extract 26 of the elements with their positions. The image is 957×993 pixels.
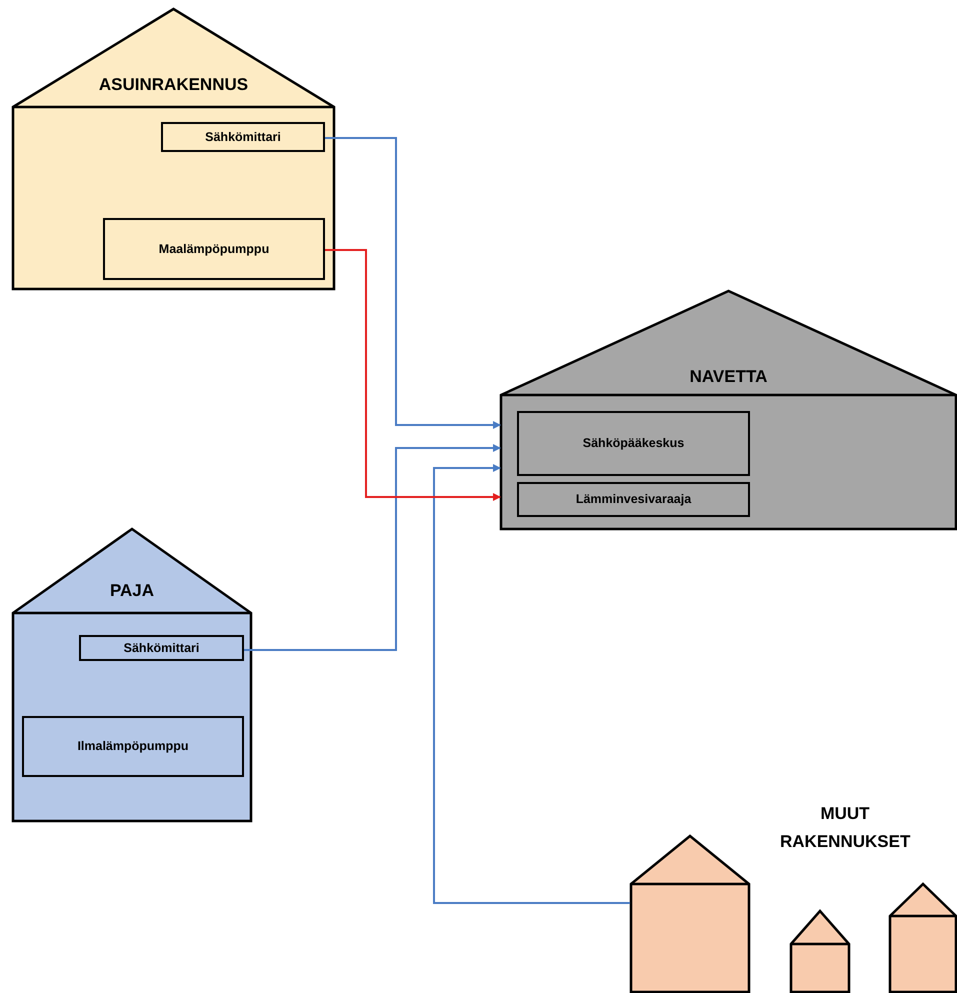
component-box: [517, 411, 750, 476]
building-title: ASUINRAKENNUS: [98, 74, 248, 96]
house-building: [12, 8, 335, 290]
component-box: [22, 716, 244, 777]
component-label: Lämminvesivaraaja: [576, 491, 692, 508]
component-box: [161, 122, 325, 152]
component-label: Ilmalämpöpumppu: [77, 738, 189, 756]
house-building: [500, 290, 957, 530]
building-title: NAVETTA: [690, 366, 768, 388]
house-building: [889, 883, 957, 993]
component-box: [79, 635, 244, 661]
component-label: Sähkömittari: [205, 128, 281, 146]
connector-arrow: [325, 249, 501, 501]
house-building: [790, 910, 850, 993]
component-label: Sähkömittari: [124, 640, 200, 657]
group-label: MUUT RAKENNUKSET: [780, 803, 910, 853]
house-building: [12, 528, 252, 822]
connector-arrow: [433, 464, 630, 904]
component-label: Sähköpääkeskus: [582, 435, 684, 452]
component-box: [517, 482, 750, 517]
component-label: Maalämpöpumppu: [158, 240, 270, 258]
house-building: [630, 835, 750, 993]
building-title: PAJA: [110, 580, 154, 602]
connector-arrow: [325, 137, 501, 429]
connector-arrow: [244, 444, 501, 651]
component-box: [103, 218, 325, 280]
